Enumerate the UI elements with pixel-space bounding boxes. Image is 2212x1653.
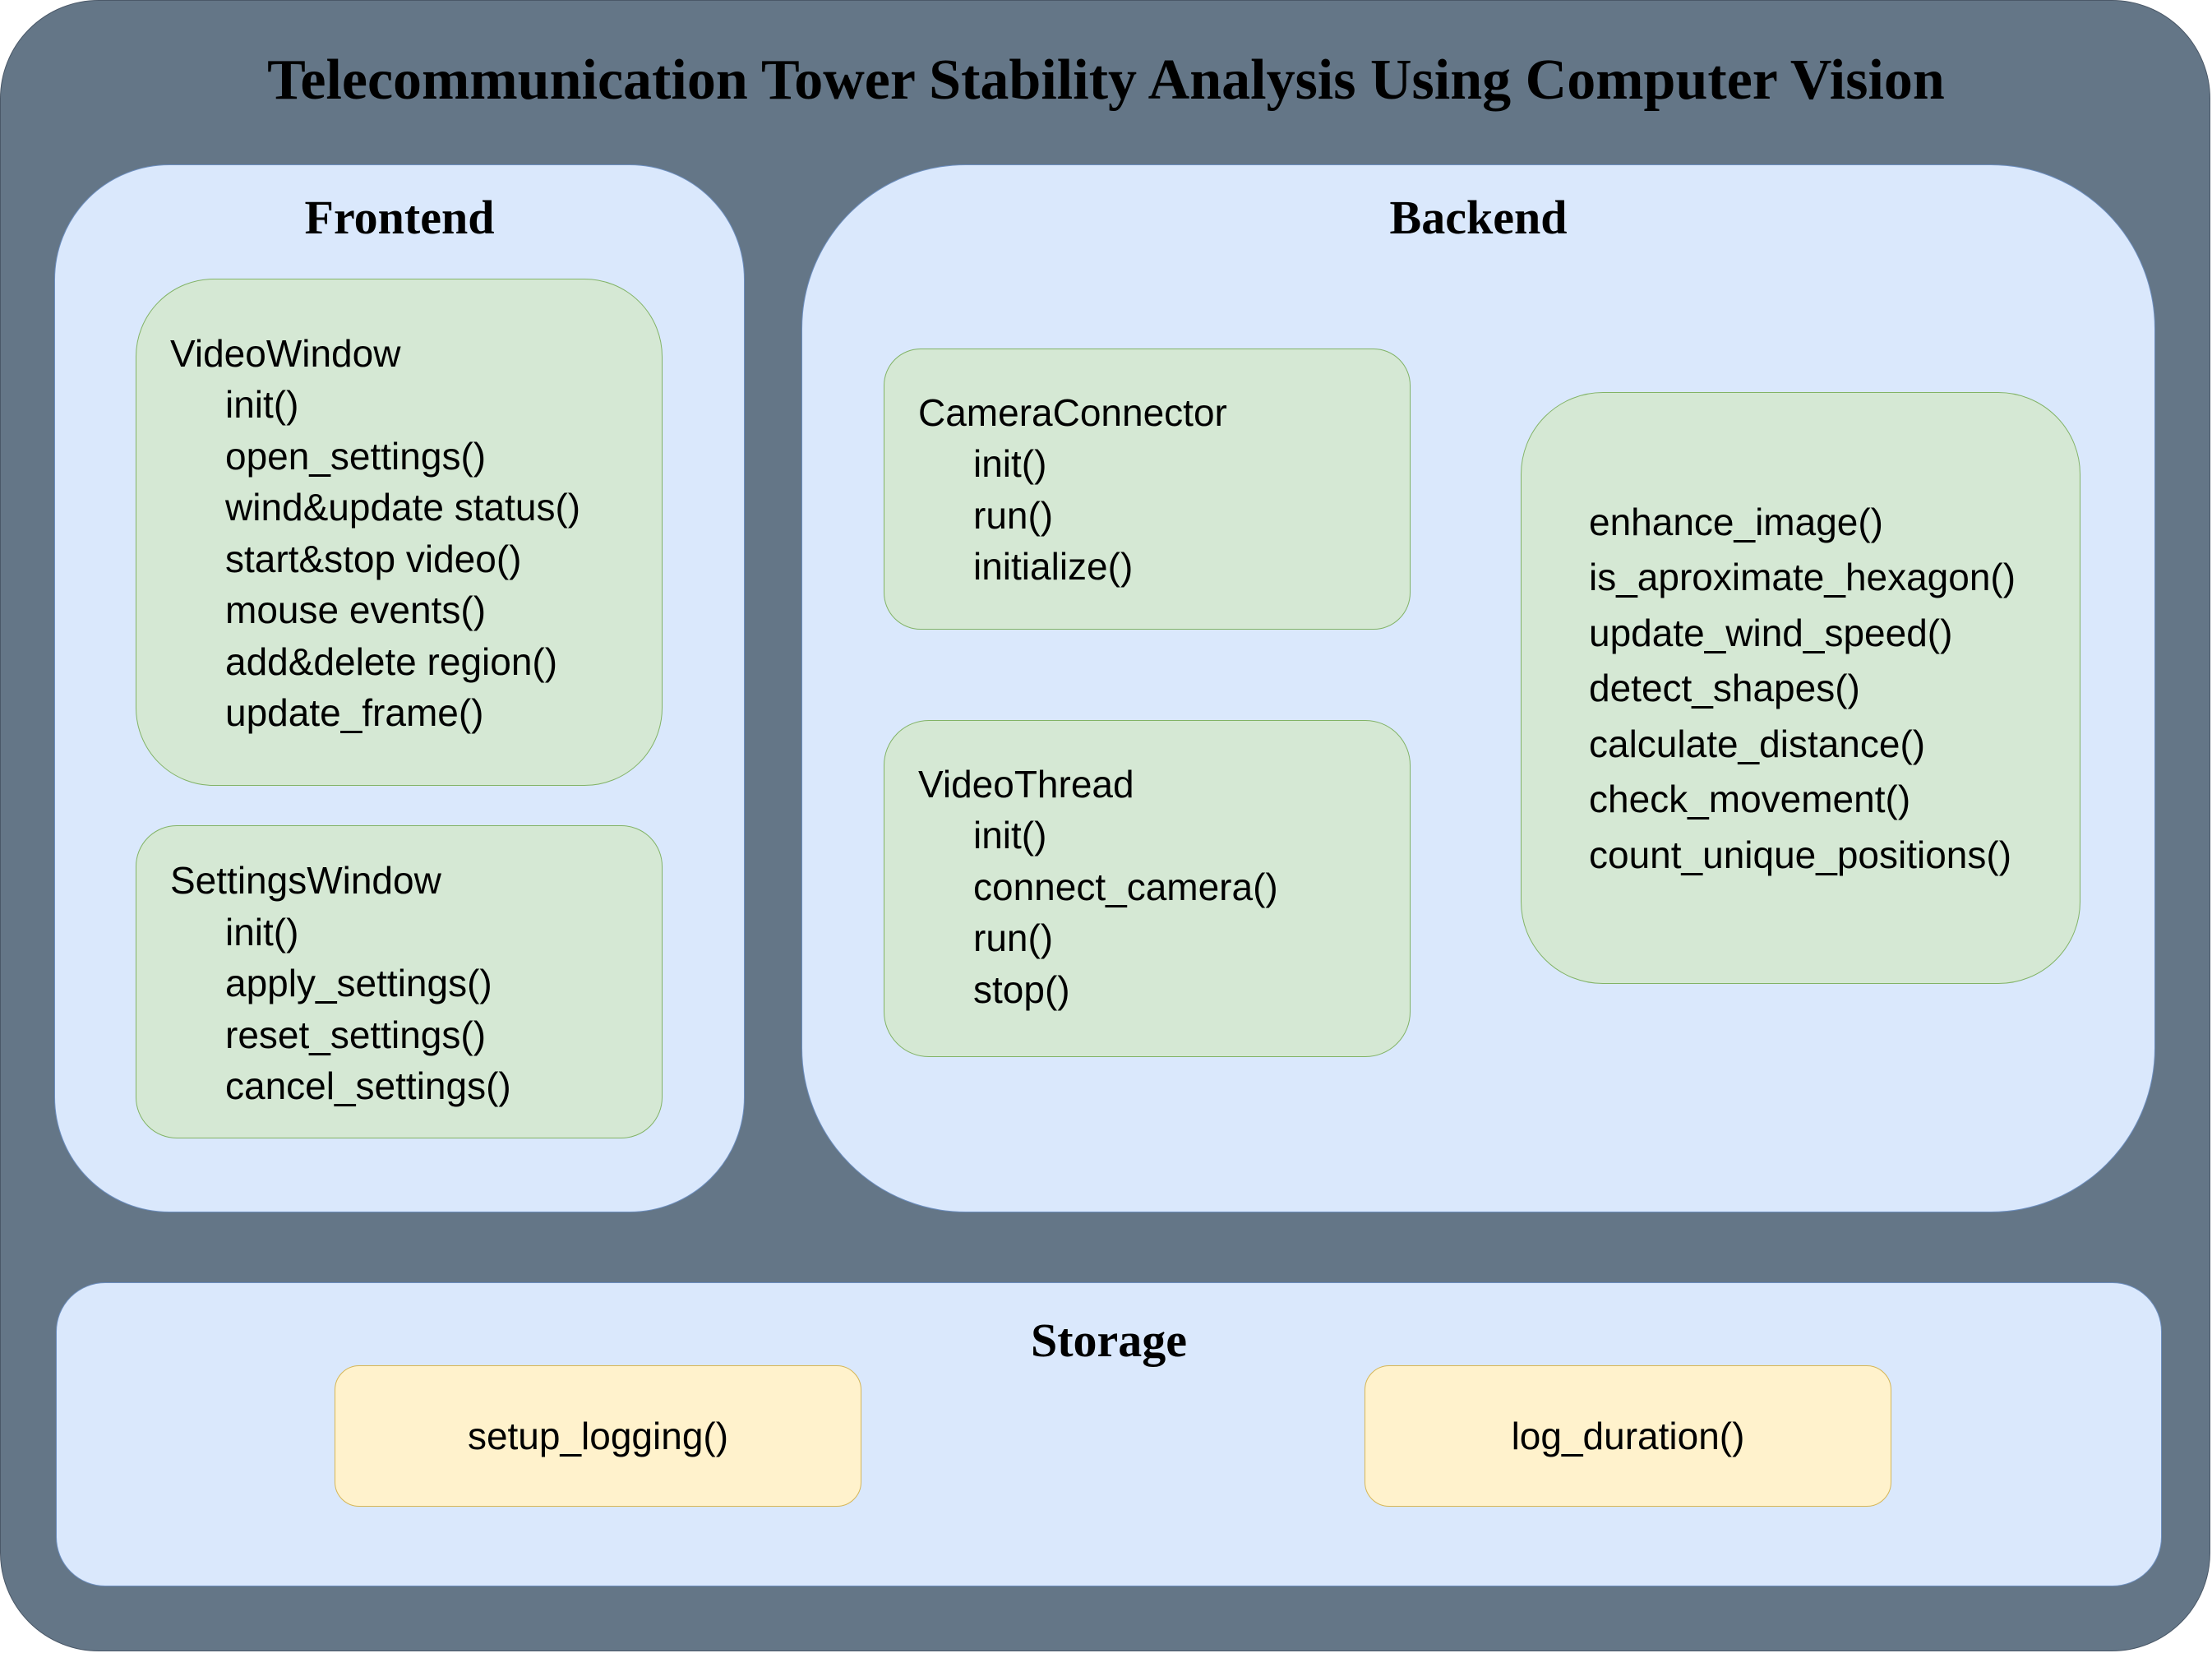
processing-functions-box: enhance_image() is_aproximate_hexagon() …: [1521, 392, 2080, 984]
method: init(): [225, 911, 299, 953]
method: detect_shapes(): [1589, 667, 1860, 709]
method: wind&update status(): [225, 486, 581, 529]
storage-title: Storage: [1030, 1314, 1188, 1367]
method: open_settings(): [225, 435, 487, 478]
method: cancel_settings(): [225, 1064, 511, 1107]
method: init(): [973, 442, 1047, 485]
method: apply_settings(): [225, 962, 492, 1004]
method: update_frame(): [225, 691, 484, 734]
method: count_unique_positions(): [1589, 833, 2012, 876]
method: init(): [225, 383, 299, 426]
method: mouse events(): [225, 589, 487, 631]
method: connect_camera(): [973, 866, 1278, 908]
video-window-class: VideoWindow init() open_settings() wind&…: [136, 279, 663, 786]
backend-title: Backend: [1389, 191, 1568, 244]
method: run(): [973, 494, 1054, 537]
method: init(): [973, 814, 1047, 857]
class-name: VideoThread: [918, 763, 1134, 806]
method: is_aproximate_hexagon(): [1589, 556, 2016, 598]
setup-logging-box: setup_logging(): [335, 1365, 861, 1507]
method: start&stop video(): [225, 538, 522, 580]
method: add&delete region(): [225, 640, 558, 683]
settings-window-class: SettingsWindow init() apply_settings() r…: [136, 825, 663, 1138]
log-duration-box: log_duration(): [1365, 1365, 1891, 1507]
method: calculate_distance(): [1589, 723, 1926, 765]
class-name: VideoWindow: [170, 332, 401, 375]
method: initialize(): [973, 545, 1134, 588]
method: enhance_image(): [1589, 501, 1884, 543]
camera-connector-class: CameraConnector init() run() initialize(…: [884, 349, 1411, 630]
method: check_movement(): [1589, 778, 1911, 820]
method: update_wind_speed(): [1589, 612, 1953, 654]
diagram-title: Telecommunication Tower Stability Analys…: [267, 48, 1945, 112]
frontend-title: Frontend: [304, 191, 495, 244]
method: run(): [973, 917, 1054, 959]
class-name: CameraConnector: [918, 391, 1227, 434]
method: stop(): [973, 968, 1070, 1011]
method: reset_settings(): [225, 1014, 487, 1056]
video-thread-class: VideoThread init() connect_camera() run(…: [884, 720, 1411, 1057]
class-name: SettingsWindow: [170, 859, 441, 902]
